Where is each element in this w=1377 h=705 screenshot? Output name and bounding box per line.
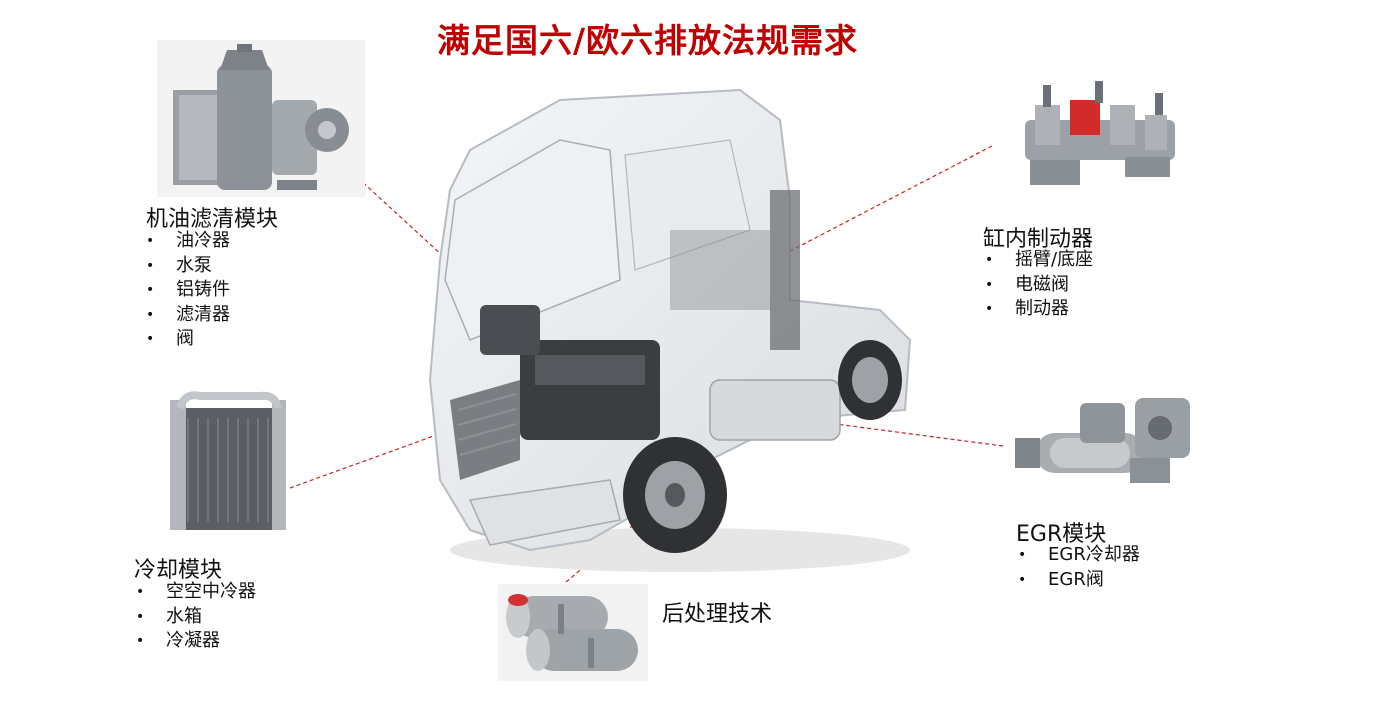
aftertreatment-image <box>498 584 648 681</box>
cooling-module-label: 冷却模块 <box>134 558 223 583</box>
list-item: 水泵 <box>146 254 230 279</box>
leader-cooling <box>289 411 501 489</box>
egr-module-image <box>1010 388 1200 493</box>
list-item: 油冷器 <box>146 229 230 254</box>
list-item: 空空中冷器 <box>136 580 256 605</box>
engine-brake-image <box>1015 75 1190 195</box>
oil-filter-module-image <box>157 40 365 197</box>
list-item: 水箱 <box>136 605 256 630</box>
cooling-module-image <box>160 390 290 540</box>
list-item: EGR冷却器 <box>1018 543 1140 568</box>
list-item: 铝铸件 <box>146 278 230 303</box>
cooling-module-list: 空空中冷器 水箱 冷凝器 <box>136 580 256 654</box>
engine-brake-list: 摇臂/底座 电磁阀 制动器 <box>985 248 1093 322</box>
list-item: 滤清器 <box>146 303 230 328</box>
page-title: 满足国六/欧六排放法规需求 <box>436 21 859 60</box>
egr-module-list: EGR冷却器 EGR阀 <box>1018 543 1140 592</box>
list-item: 电磁阀 <box>985 273 1093 298</box>
list-item: 阀 <box>146 327 230 352</box>
oil-filter-module-list: 油冷器 水泵 铝铸件 滤清器 阀 <box>146 229 230 352</box>
oil-filter-module-label: 机油滤清模块 <box>146 207 279 232</box>
list-item: 摇臂/底座 <box>985 248 1093 273</box>
list-item: 冷凝器 <box>136 629 256 654</box>
truck-illustration <box>428 88 912 572</box>
aftertreatment-label: 后处理技术 <box>662 602 773 627</box>
list-item: 制动器 <box>985 297 1093 322</box>
list-item: EGR阀 <box>1018 568 1140 593</box>
